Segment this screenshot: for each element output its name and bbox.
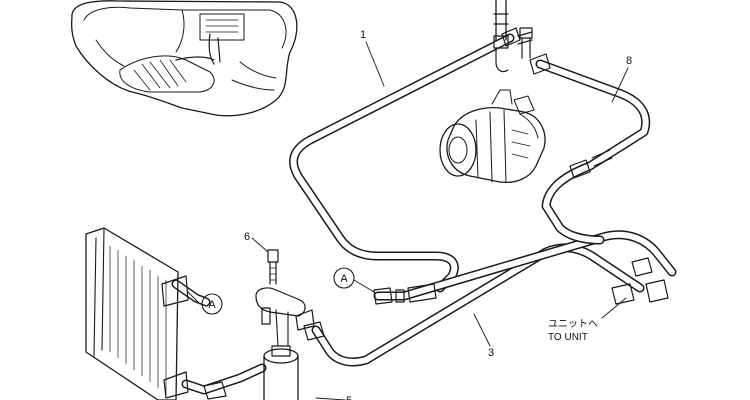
reference-a-lower-label: A [208,299,216,311]
callout-8: 8 [626,55,632,67]
to-unit-note-jp: ユニットへ [548,319,598,330]
callout-6: 6 [244,231,250,243]
reference-a-upper: A [333,267,375,293]
callout-3: 3 [488,347,494,359]
to-unit-note-en: TO UNIT [548,332,588,343]
hose-1 [289,33,515,293]
receiver-drier [255,287,315,400]
bolt-6 [267,249,279,285]
condenser-lines [171,279,267,395]
service-valve [493,0,509,73]
reference-a-lower: A [201,293,223,315]
bolt-top [519,27,533,59]
leader-lines [187,41,629,400]
compressor [439,89,546,184]
condenser [85,227,189,400]
callout-1: 1 [360,29,366,41]
reference-a-upper-label: A [340,273,348,285]
hose-8 [535,59,651,245]
fittings [203,27,669,400]
callout-5: 5 [346,395,352,400]
machine-overview-illustration [70,0,298,117]
